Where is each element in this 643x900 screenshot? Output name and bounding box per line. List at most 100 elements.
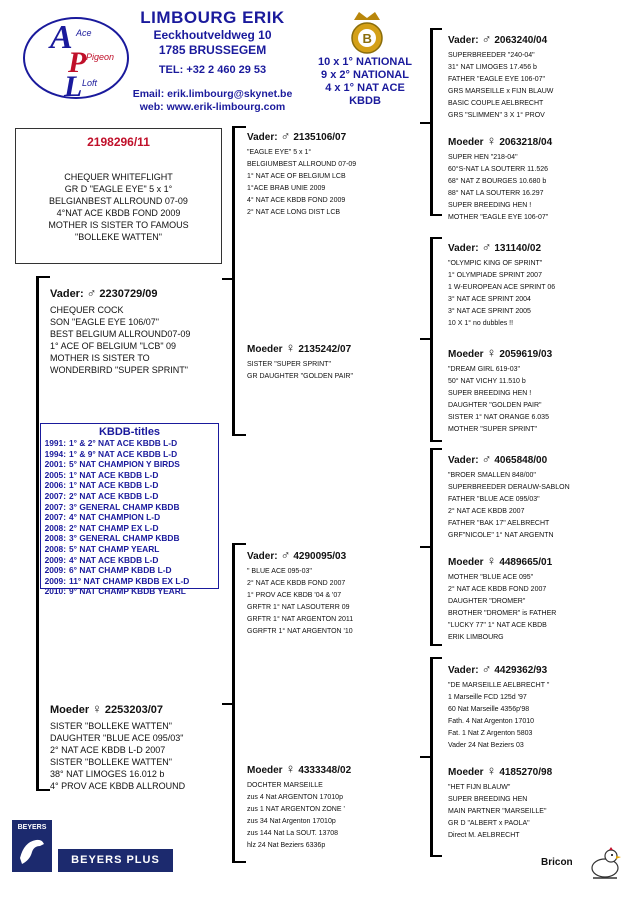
breeder-email[interactable]: Email: erik.limbourg@skynet.be — [132, 88, 293, 100]
info-line: "HET FIJN BLAUW" — [448, 784, 511, 791]
info-line: SISTER "BOLLEKE WATTEN" — [50, 757, 172, 767]
ring-number: 2063240/04 — [494, 35, 548, 46]
ring-number: 4333348/02 — [298, 765, 352, 776]
info-line: "DREAM GIRL 619-03" — [448, 366, 521, 373]
logo-word-loft: Loft — [82, 78, 98, 88]
kbdb-title-year: 2007: — [44, 512, 66, 523]
info-line: SON "EAGLE EYE 106/07" — [50, 317, 159, 327]
female-icon: ♀ — [285, 761, 296, 776]
kbdb-title-year: 2008: — [44, 543, 66, 554]
ring-number: 2230729/09 — [99, 288, 158, 300]
info-line: 4° PROV ACE KBDB ALLROUND — [50, 781, 186, 791]
subject-line: MOTHER IS SISTER TO FAMOUS — [48, 220, 189, 230]
info-line: zus 1 NAT ARGENTON ZONE ' — [247, 806, 345, 813]
ring-number: 4185270/98 — [499, 767, 553, 778]
info-line: 1 Marseille FCD 125d '97 — [448, 694, 527, 701]
role-label: Moeder — [247, 765, 283, 776]
kbdb-title-year: 2007: — [44, 490, 66, 501]
info-line: SISTER "SUPER SPRINT" — [247, 361, 331, 368]
info-line: MOTHER "SUPER SPRINT" — [448, 426, 537, 433]
svg-text:A: A — [48, 19, 73, 56]
breeder-header: LIMBOURG ERIK Eeckhoutveldweg 10 1785 BR… — [120, 8, 305, 113]
kbdb-title-text: 1° & 2° NAT ACE KBDB L-D — [69, 438, 178, 448]
mother-box: Moeder♀2253203/07 SISTER "BOLLEKE WATTEN… — [50, 701, 230, 792]
female-icon: ♀ — [285, 340, 296, 355]
role-label: Moeder — [448, 557, 484, 568]
kbdb-title-text: 11° NAT CHAMP KBDB EX L-D — [69, 575, 190, 586]
title-line: 9 x 2° NATIONAL — [321, 69, 409, 81]
subject-ring-number: 2198296/11 — [87, 135, 150, 149]
sire-box: Vader:♂2135106/07"EAGLE EYE" 5 x 1°BELGI… — [247, 129, 427, 219]
kbdb-title-row: 2006:1° NAT ACE KBDB L-D — [41, 480, 218, 491]
breeder-city: 1785 BRUSSEGEM — [158, 43, 267, 57]
info-line: GGRFTR 1° NAT ARGENTON '10 — [247, 628, 353, 635]
ring-number: 4489665/01 — [499, 557, 553, 568]
info-line: 60°S-NAT LA SOUTERR 11.526 — [448, 166, 549, 173]
info-line: MAIN PARTNER "MARSEILLE" — [448, 808, 547, 815]
bricon-label: Bricon — [541, 857, 573, 868]
info-line: "LUCKY 77" 1° NAT ACE KBDB — [448, 622, 547, 629]
kbdb-title-year: 2005: — [44, 469, 66, 480]
female-icon: ♀ — [486, 345, 497, 360]
info-line: BEST BELGIUM ALLROUND07-09 — [50, 329, 191, 339]
info-line: Direct M. AELBRECHT — [448, 832, 520, 839]
kbdb-title-year: 1991: — [44, 438, 66, 448]
kbdb-title-text: 9° NAT CHAMP KBDB YEARL — [69, 586, 186, 597]
info-line: 2° NAT ACE KBDB FOND 2007 — [448, 586, 547, 593]
kbdb-title-year: 2001: — [44, 459, 66, 470]
female-icon: ♀ — [486, 133, 497, 148]
role-label: Moeder — [247, 344, 283, 355]
kbdb-title-year: 2009: — [44, 575, 66, 586]
kbdb-title-row: 1991:1° & 2° NAT ACE KBDB L-D — [41, 438, 218, 449]
sire-box: Vader:♂131140/02"OLYMPIC KING OF SPRINT"… — [448, 239, 638, 330]
sire-box: Vader:♂4429362/93"DE MARSEILLE AELBRECHT… — [448, 662, 638, 752]
info-line: FATHER "EAGLE EYE 106-07" — [448, 76, 546, 83]
info-line: zus 4 Nat ARGENTON 17010p — [247, 794, 343, 801]
info-line: FATHER "BLUE ACE 095/03" — [448, 496, 540, 503]
info-line: "EAGLE EYE" 5 x 1° — [247, 149, 312, 156]
info-line: 38° NAT LIMOGES 16.012 b — [50, 769, 165, 779]
info-line: WONDERBIRD "SUPER SPRINT" — [50, 365, 188, 375]
kbdb-title-row: 2009:11° NAT CHAMP KBDB EX L-D — [41, 576, 218, 587]
kbdb-title-text: 6° NAT CHAMP KBDB L-D — [69, 565, 172, 576]
kbdb-title-row: 2007:4° NAT CHAMPION L-D — [41, 512, 218, 523]
title-line: KBDB — [349, 95, 381, 107]
ring-number: 4429362/93 — [494, 665, 548, 676]
sire-box: Vader:♂4290095/03" BLUE ACE 095-03"2° NA… — [247, 548, 427, 638]
female-icon: ♀ — [92, 701, 102, 716]
male-icon: ♂ — [481, 31, 492, 46]
info-line: SUPER BREEDING HEN ! — [448, 390, 532, 397]
svg-text:L: L — [63, 70, 82, 102]
male-icon: ♂ — [481, 239, 492, 254]
info-line: MOTHER "BLUE ACE 095" — [448, 574, 534, 581]
svg-text:P: P — [67, 46, 87, 79]
info-line: GRS "SLIMMEN" 3 X 1° PROV — [448, 112, 545, 119]
ring-number: 2063218/04 — [499, 137, 553, 148]
subject-pigeon-box: 2198296/11 CHEQUER WHITEFLIGHT GR D "EAG… — [15, 128, 222, 264]
ring-number: 2059619/03 — [499, 349, 553, 360]
kbdb-title-year: 2009: — [44, 565, 66, 576]
info-line: MOTHER "EAGLE EYE 106-07" — [448, 214, 549, 221]
kbdb-title-text: 5° NAT CHAMP YEARL — [69, 543, 160, 554]
info-line: 10 X 1° no dubbles !! — [448, 320, 514, 327]
kbdb-title-row: 2008:2° NAT CHAMP EX L-D — [41, 523, 218, 534]
info-line: 60 Nat Marseille 4356p'98 — [448, 706, 530, 713]
kbdb-title-text: 4° NAT CHAMPION L-D — [69, 512, 161, 523]
info-line: GRF"NICOLE" 1° NAT ARGENTN — [448, 532, 554, 539]
info-line: "DE MARSEILLE AELBRECHT " — [448, 682, 550, 689]
info-line: GR DAUGHTER "GOLDEN PAIR" — [247, 373, 353, 380]
breeder-web[interactable]: web: www.erik-limbourg.com — [139, 101, 286, 113]
beyers-logo-icon: BEYERS — [12, 820, 52, 872]
info-line: 31° NAT LIMOGES 17.456 b — [448, 64, 537, 71]
info-line: 1° NAT ACE OF BELGIUM LCB — [247, 173, 346, 180]
kbdb-title-year: 2010: — [44, 586, 66, 597]
subject-line: BELGIANBEST ALLROUND 07-09 — [49, 196, 188, 206]
info-line: 50° NAT VICHY 11.510 b — [448, 378, 526, 385]
dam-box: Moeder♀4185270/98"HET FIJN BLAUW"SUPER B… — [448, 764, 638, 842]
info-line: SISTER "BOLLEKE WATTEN" — [50, 721, 172, 731]
info-line: CHEQUER COCK — [50, 305, 124, 315]
kbdb-title-year: 2007: — [44, 501, 66, 512]
female-icon: ♀ — [486, 553, 497, 568]
kbdb-title-text: 4° NAT ACE KBDB L-D — [69, 554, 159, 565]
kbdb-titles-box: KBDB-titles 1991:1° & 2° NAT ACE KBDB L-… — [40, 423, 219, 596]
